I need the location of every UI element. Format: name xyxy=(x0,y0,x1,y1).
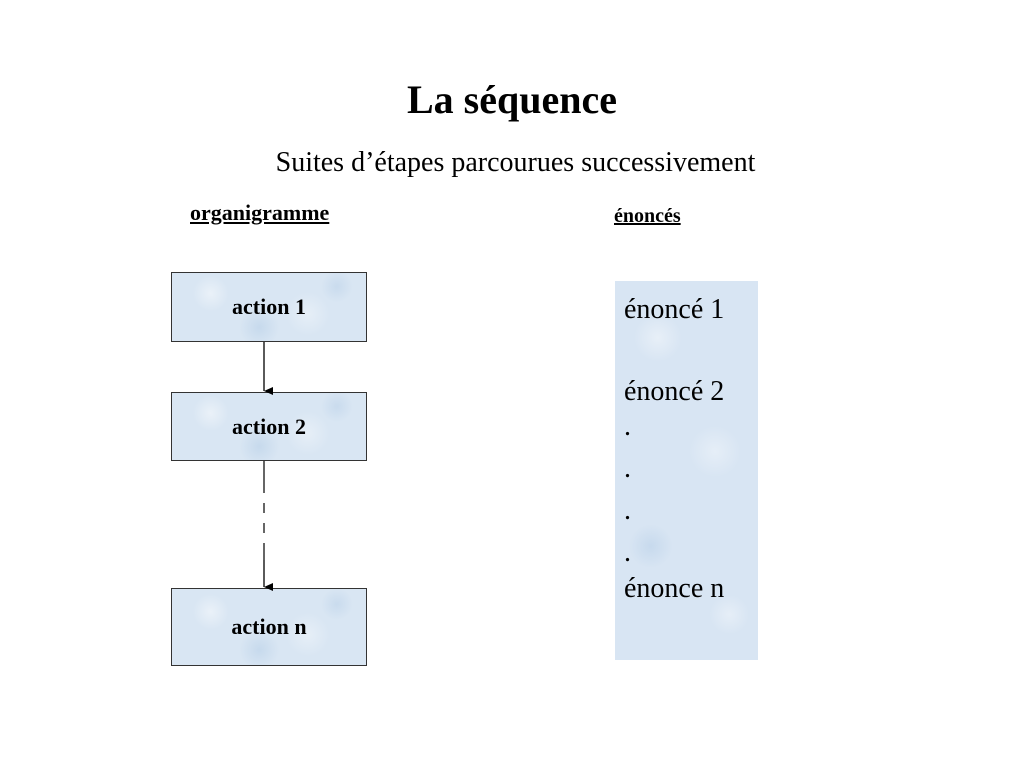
action-box-1-label: action 1 xyxy=(232,294,306,319)
statement-spacer xyxy=(624,330,758,371)
action-box-n-label: action n xyxy=(231,614,307,639)
statements-box: énoncé 1 énoncé 2 . . . . énonce n xyxy=(615,281,758,660)
ellipsis-dot-1: . xyxy=(624,411,631,442)
statement-n: énonce n xyxy=(624,573,725,604)
action-box-n: action n xyxy=(171,588,367,666)
ellipsis-dot-4: . xyxy=(624,537,631,568)
action-box-2: action 2 xyxy=(171,392,367,461)
action-box-1: action 1 xyxy=(171,272,367,342)
page-title: La séquence xyxy=(407,77,617,122)
flowchart-heading: organigramme xyxy=(190,200,330,225)
action-box-2-label: action 2 xyxy=(232,413,306,439)
page-subtitle: Suites d’étapes parcourues successivemen… xyxy=(275,147,756,178)
statement-2: énoncé 2 xyxy=(624,376,725,407)
ellipsis-dot-3: . xyxy=(624,495,631,526)
ellipsis-dot-2: . xyxy=(624,453,631,484)
statement-1: énoncé 1 xyxy=(624,294,725,325)
statements-heading: énoncés xyxy=(614,205,681,227)
